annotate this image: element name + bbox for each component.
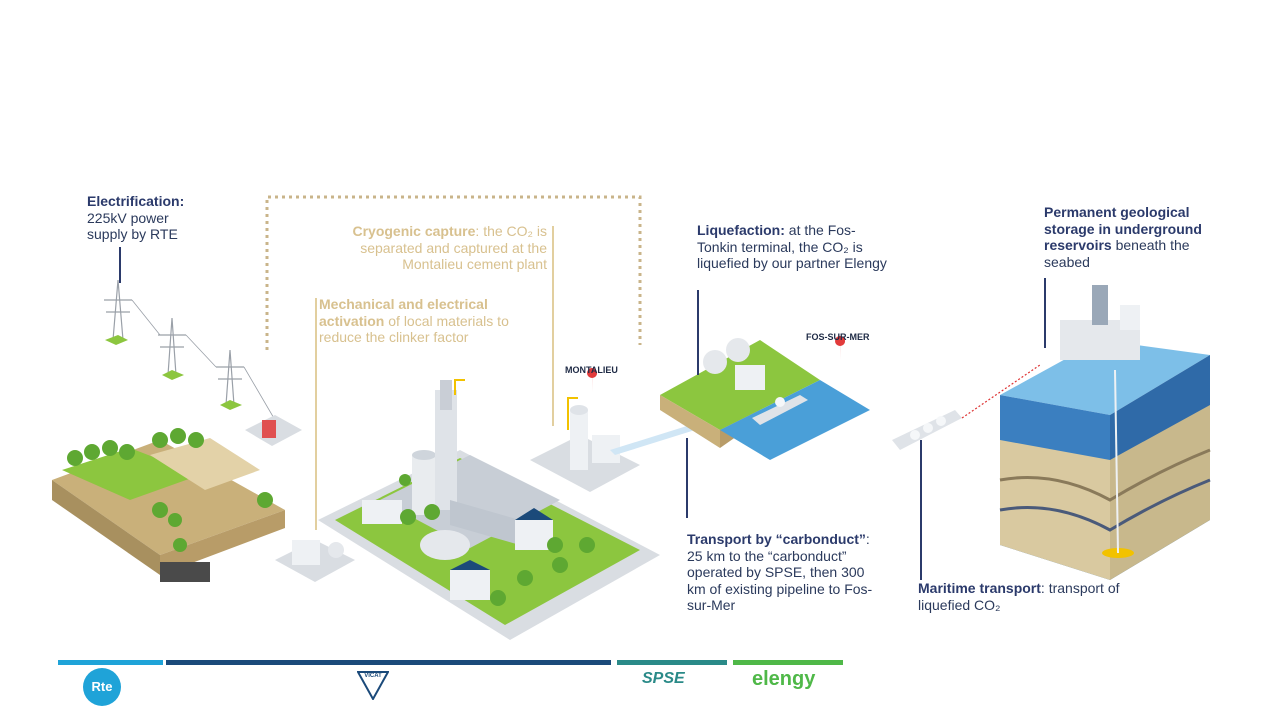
ship-illustration (892, 410, 962, 450)
quarry-illustration (52, 428, 285, 582)
maritime-label: Maritime transport: transport of liquefi… (918, 580, 1138, 613)
electrification-label: Electrification: 225kV power supply by R… (87, 193, 207, 243)
cryogenic-title: Cryogenic capture (352, 223, 476, 239)
cement-plant-illustration (318, 379, 660, 640)
elengy-bar (733, 660, 843, 665)
mechanical-text: of local materials to reduce the clinker… (319, 312, 509, 346)
spse-bar (617, 660, 727, 665)
rte-bar (58, 660, 163, 665)
elengy-logo-text: elengy (752, 668, 816, 690)
mechanical-leader (315, 298, 317, 530)
spse-logo: SPSE (642, 670, 685, 688)
mechanical-title: Mechanical and electrical activation (319, 296, 488, 329)
capture-unit-illustration (530, 397, 695, 492)
liquefaction-label: Liquefaction: at the Fos-Tonkin terminal… (697, 222, 887, 272)
electrification-text: 225kV power supply by RTE (87, 209, 178, 243)
storage-block-illustration (999, 285, 1211, 580)
transport-leader (686, 438, 688, 518)
storage-label: Permanent geological storage in undergro… (1044, 204, 1229, 270)
liquefaction-leader (697, 290, 699, 375)
vicat-logo-text: VICAT (364, 673, 382, 679)
maritime-leader (920, 440, 922, 580)
pylons-illustration (104, 279, 276, 421)
cryogenic-text: : the CO₂ is separated and captured at t… (360, 223, 547, 272)
liquefaction-text: at the Fos-Tonkin terminal, the CO₂ is l… (697, 222, 887, 271)
electrification-leader (119, 247, 121, 283)
maritime-title: Maritime transport (918, 580, 1041, 596)
storage-leader (1044, 278, 1046, 348)
transport-text: : 25 km to the “carbonduct” operated by … (687, 531, 873, 613)
rte-logo: Rte (83, 668, 121, 706)
rte-logo-text: Rte (91, 679, 113, 694)
maritime-text: : transport of liquefied CO₂ (918, 580, 1120, 613)
montalieu-place-label: MONTALIEU (565, 365, 618, 375)
storage-text: beneath the seabed (1044, 237, 1190, 270)
vicat-bar (166, 660, 611, 665)
storage-title: Permanent geological storage in undergro… (1044, 204, 1202, 253)
mechanical-label: Mechanical and electrical activation of … (319, 296, 509, 346)
liquefaction-terminal-illustration (660, 338, 870, 460)
location-pins (587, 336, 846, 392)
cryogenic-leader (552, 226, 554, 426)
cryogenic-label: Cryogenic capture: the CO₂ is separated … (345, 223, 547, 273)
electrification-title: Electrification: (87, 193, 185, 209)
fos-place-label: FOS-SUR-MER (806, 332, 870, 342)
liquefaction-title: Liquefaction: (697, 222, 785, 238)
spse-logo-text: SPSE (642, 670, 685, 687)
transport-label: Transport by “carbonduct”: 25 km to the … (687, 531, 885, 614)
transport-title: Transport by “carbonduct” (687, 531, 866, 547)
vicat-logo: VICAT (357, 670, 389, 700)
elengy-logo: elengy (752, 668, 815, 691)
